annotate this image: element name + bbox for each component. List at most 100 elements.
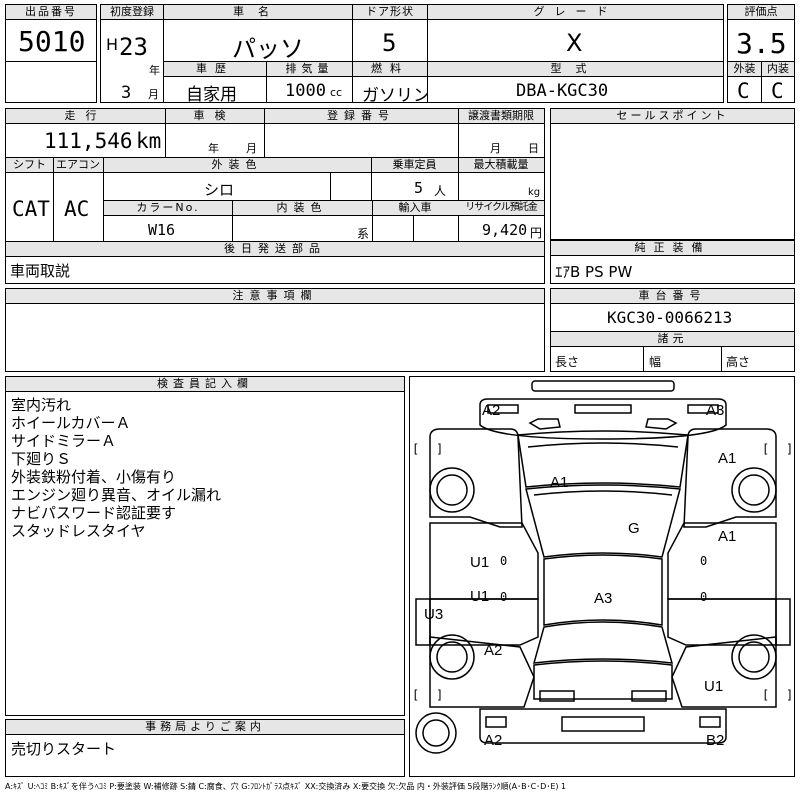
exterior-grade-box: 外装 C bbox=[727, 61, 762, 103]
bracket-rear-left-open: [ bbox=[412, 688, 419, 702]
mileage-label: 走行 bbox=[6, 109, 165, 124]
interior-grade-label: 内装 bbox=[762, 62, 794, 77]
ext-color: シロ bbox=[204, 181, 235, 199]
score-box: 評価点 3.5 bbox=[727, 4, 795, 62]
chassis-box: 車台番号 KGC30-0066213 諸元 長さ 幅 高さ bbox=[550, 288, 795, 372]
zero-right-front: 0 bbox=[700, 554, 707, 568]
mileage: 111,546 bbox=[44, 129, 133, 153]
inspector-line: 外装鉄粉付着、小傷有り bbox=[11, 468, 177, 486]
inspector-box: 検査員記入欄 室内汚れ ホイールカバーＡ サイドミラーＡ 下廻りＳ 外装鉄粉付着… bbox=[5, 376, 405, 716]
chassis-label: 車台番号 bbox=[551, 289, 794, 304]
car-name: パッソ bbox=[232, 35, 304, 63]
capacity: 5 bbox=[414, 179, 424, 197]
zero-left-rear: 0 bbox=[500, 590, 507, 604]
displacement: 1000 bbox=[285, 81, 326, 101]
registration-month: 3 bbox=[121, 83, 132, 103]
door-box: ドア形状 5 bbox=[352, 4, 428, 62]
inspection-year-unit: 年 bbox=[208, 142, 219, 155]
notes-box: 注意事項欄 bbox=[5, 288, 545, 372]
later-parts-label: 後日発送部品 bbox=[6, 242, 544, 257]
equipment-text: ｴｱB PS PW bbox=[555, 263, 633, 281]
mark-front-right-corner: A3 bbox=[706, 402, 724, 419]
zero-right-rear: 0 bbox=[700, 590, 707, 604]
bracket-rear-right-close: ] bbox=[786, 688, 793, 702]
legend: A:ｷｽﾞ U:ﾍｺﾐ B:ｷｽﾞを伴うﾍｺﾐ P:要塗装 W:補修跡 S:錆 … bbox=[5, 782, 567, 791]
aircon: AC bbox=[64, 197, 90, 221]
mark-hood: A1 bbox=[550, 474, 568, 491]
inspector-line: ホイールカバーＡ bbox=[11, 414, 131, 432]
capacity-label: 乗車定員 bbox=[371, 158, 458, 173]
displacement-unit: cc bbox=[330, 86, 343, 99]
car-name-box: 車名 パッソ bbox=[163, 4, 353, 63]
inspector-line: エンジン廻り異音、オイル漏れ bbox=[11, 486, 222, 504]
recycle-unit: 円 bbox=[530, 226, 543, 240]
chassis-number: KGC30-0066213 bbox=[607, 308, 733, 327]
score-label: 評価点 bbox=[728, 5, 794, 20]
grade-label: グレード bbox=[428, 5, 723, 20]
recycle: 9,420 bbox=[482, 221, 528, 239]
mark-windshield: G bbox=[628, 520, 640, 537]
inspector-line: 下廻りＳ bbox=[11, 450, 72, 468]
bracket-rear-left-close: ] bbox=[436, 688, 443, 702]
height-label: 高さ bbox=[726, 355, 751, 369]
era: H bbox=[106, 35, 119, 54]
mark-left-rear-door: U1 bbox=[470, 588, 489, 605]
first-registration-label: 初度登録 bbox=[101, 5, 163, 20]
inspector-line: サイドミラーＡ bbox=[11, 432, 117, 450]
length-label: 長さ bbox=[555, 355, 580, 369]
lot-number: 5010 bbox=[18, 25, 86, 58]
inspector-lines: 室内汚れ ホイールカバーＡ サイドミラーＡ 下廻りＳ 外装鉄粉付着、小傷有り エ… bbox=[11, 396, 221, 540]
transfer-day-unit: 日 bbox=[528, 142, 539, 155]
displacement-box: 排気量 1000 cc bbox=[266, 61, 353, 103]
sales-points-label: セールスポイント bbox=[551, 109, 794, 124]
mark-rear-right-corner: B2 bbox=[706, 732, 724, 749]
ext-color-label: 外装色 bbox=[103, 158, 371, 173]
year-unit: 年 bbox=[149, 64, 160, 77]
inspector-line: ナビパスワード認証要す bbox=[11, 504, 177, 522]
transfer-month-unit: 月 bbox=[490, 142, 501, 155]
office-box: 事務局よりご案内 売切りスタート bbox=[5, 719, 405, 777]
bracket-front-left-open: [ bbox=[412, 442, 419, 456]
displacement-label: 排気量 bbox=[267, 62, 352, 77]
first-registration-box: 初度登録 H 23 年 3 月 bbox=[100, 4, 164, 103]
door-label: ドア形状 bbox=[353, 5, 427, 20]
mileage-unit: km bbox=[136, 129, 162, 153]
inspection-label: 車検 bbox=[165, 109, 264, 124]
bracket-front-right-close: ] bbox=[786, 442, 793, 456]
shift-label: シフト bbox=[6, 158, 53, 173]
month-unit: 月 bbox=[148, 88, 159, 101]
transfer-label: 譲渡書類期限 bbox=[458, 109, 544, 124]
score: 3.5 bbox=[736, 27, 787, 60]
history: 自家用 bbox=[186, 85, 237, 105]
mark-right-front-door: A1 bbox=[718, 528, 736, 545]
capacity-unit: 人 bbox=[434, 184, 447, 198]
lot-number-box: 出品番号 5010 bbox=[5, 4, 97, 62]
history-label: 車歴 bbox=[164, 62, 266, 77]
aircon-label: エアコン bbox=[53, 158, 103, 173]
details-table: 走行 車検 登録番号 譲渡書類期限 111,546 km 年 月 月 日 シフト… bbox=[5, 108, 545, 284]
mark-left-front-door: U1 bbox=[470, 554, 489, 571]
fuel-box: 燃料 ガソリン bbox=[352, 61, 430, 106]
model-label: 型式 bbox=[428, 62, 723, 77]
int-color-label: 内装色 bbox=[232, 201, 372, 216]
import-label: 輸入車 bbox=[372, 201, 458, 216]
exterior-grade-label: 外装 bbox=[728, 62, 761, 77]
notes-label: 注意事項欄 bbox=[6, 289, 544, 304]
mark-rear-left-corner: A2 bbox=[484, 732, 502, 749]
mark-right-rear-fender: U1 bbox=[704, 678, 723, 695]
bracket-front-right-open: [ bbox=[762, 442, 769, 456]
color-no: W16 bbox=[148, 221, 176, 239]
zero-left-front: 0 bbox=[500, 554, 507, 568]
interior-grade: C bbox=[771, 79, 784, 103]
inspector-label: 検査員記入欄 bbox=[6, 377, 404, 392]
color-no-label: カラーNo. bbox=[104, 201, 232, 216]
width-label: 幅 bbox=[649, 355, 662, 369]
reg-no-label: 登録番号 bbox=[264, 109, 458, 124]
model-box: 型式 DBA-KGC30 bbox=[427, 61, 724, 103]
car-diagram: A2 A3 A1 A1 G A1 U1 U1 A3 U3 A2 U1 A2 B2… bbox=[412, 380, 793, 754]
car-name-label: 車名 bbox=[164, 5, 352, 20]
history-box: 車歴 自家用 bbox=[163, 61, 267, 105]
office-label: 事務局よりご案内 bbox=[6, 720, 404, 735]
mark-left-rear-fender: A2 bbox=[484, 642, 502, 659]
sales-points-box: セールスポイント bbox=[550, 108, 795, 240]
